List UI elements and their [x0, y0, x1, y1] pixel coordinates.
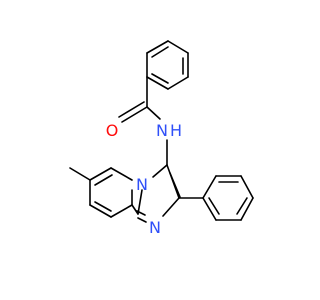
- bond: [151, 73, 169, 84]
- molecule-structure-canvas: O N H N N: [69, 40, 254, 237]
- molecule-diagram: O N H N N: [69, 40, 254, 237]
- bond: [89, 204, 112, 218]
- amide-group: [118, 76, 168, 166]
- bond: [137, 217, 147, 223]
- bond: [152, 164, 168, 178]
- bond: [240, 197, 254, 221]
- bond: [169, 172, 181, 198]
- bond: [131, 204, 139, 215]
- carbonyl-double-bond: [118, 101, 145, 118]
- imidazole-ring: [136, 164, 181, 223]
- bond: [240, 175, 254, 199]
- bond: [110, 204, 133, 218]
- bond: [167, 76, 189, 90]
- bond: [236, 197, 248, 215]
- amide-hydrogen-label: H: [170, 121, 182, 140]
- bond: [162, 197, 180, 217]
- bond: [151, 46, 169, 58]
- benzoyl-ring: [146, 40, 189, 90]
- bond: [208, 197, 220, 215]
- bond: [146, 106, 161, 120]
- methyl-bond: [69, 167, 91, 181]
- oxygen-label: O: [106, 121, 119, 140]
- bond: [94, 201, 112, 212]
- bond: [110, 167, 133, 181]
- carbonyl-double-bond: [121, 106, 148, 123]
- bond: [146, 40, 169, 54]
- bridgehead-nitrogen-label: N: [136, 175, 148, 194]
- amide-nitrogen-label: N: [156, 121, 168, 140]
- phenyl-ring: [178, 175, 254, 221]
- bond: [94, 174, 113, 186]
- bond: [146, 76, 169, 90]
- bond: [202, 175, 217, 199]
- bond: [167, 40, 189, 54]
- imidazole-nitrogen-label: N: [149, 218, 161, 237]
- bond: [202, 197, 217, 221]
- bond: [89, 167, 112, 181]
- bond: [137, 189, 143, 215]
- pyridine-ring: [69, 167, 139, 218]
